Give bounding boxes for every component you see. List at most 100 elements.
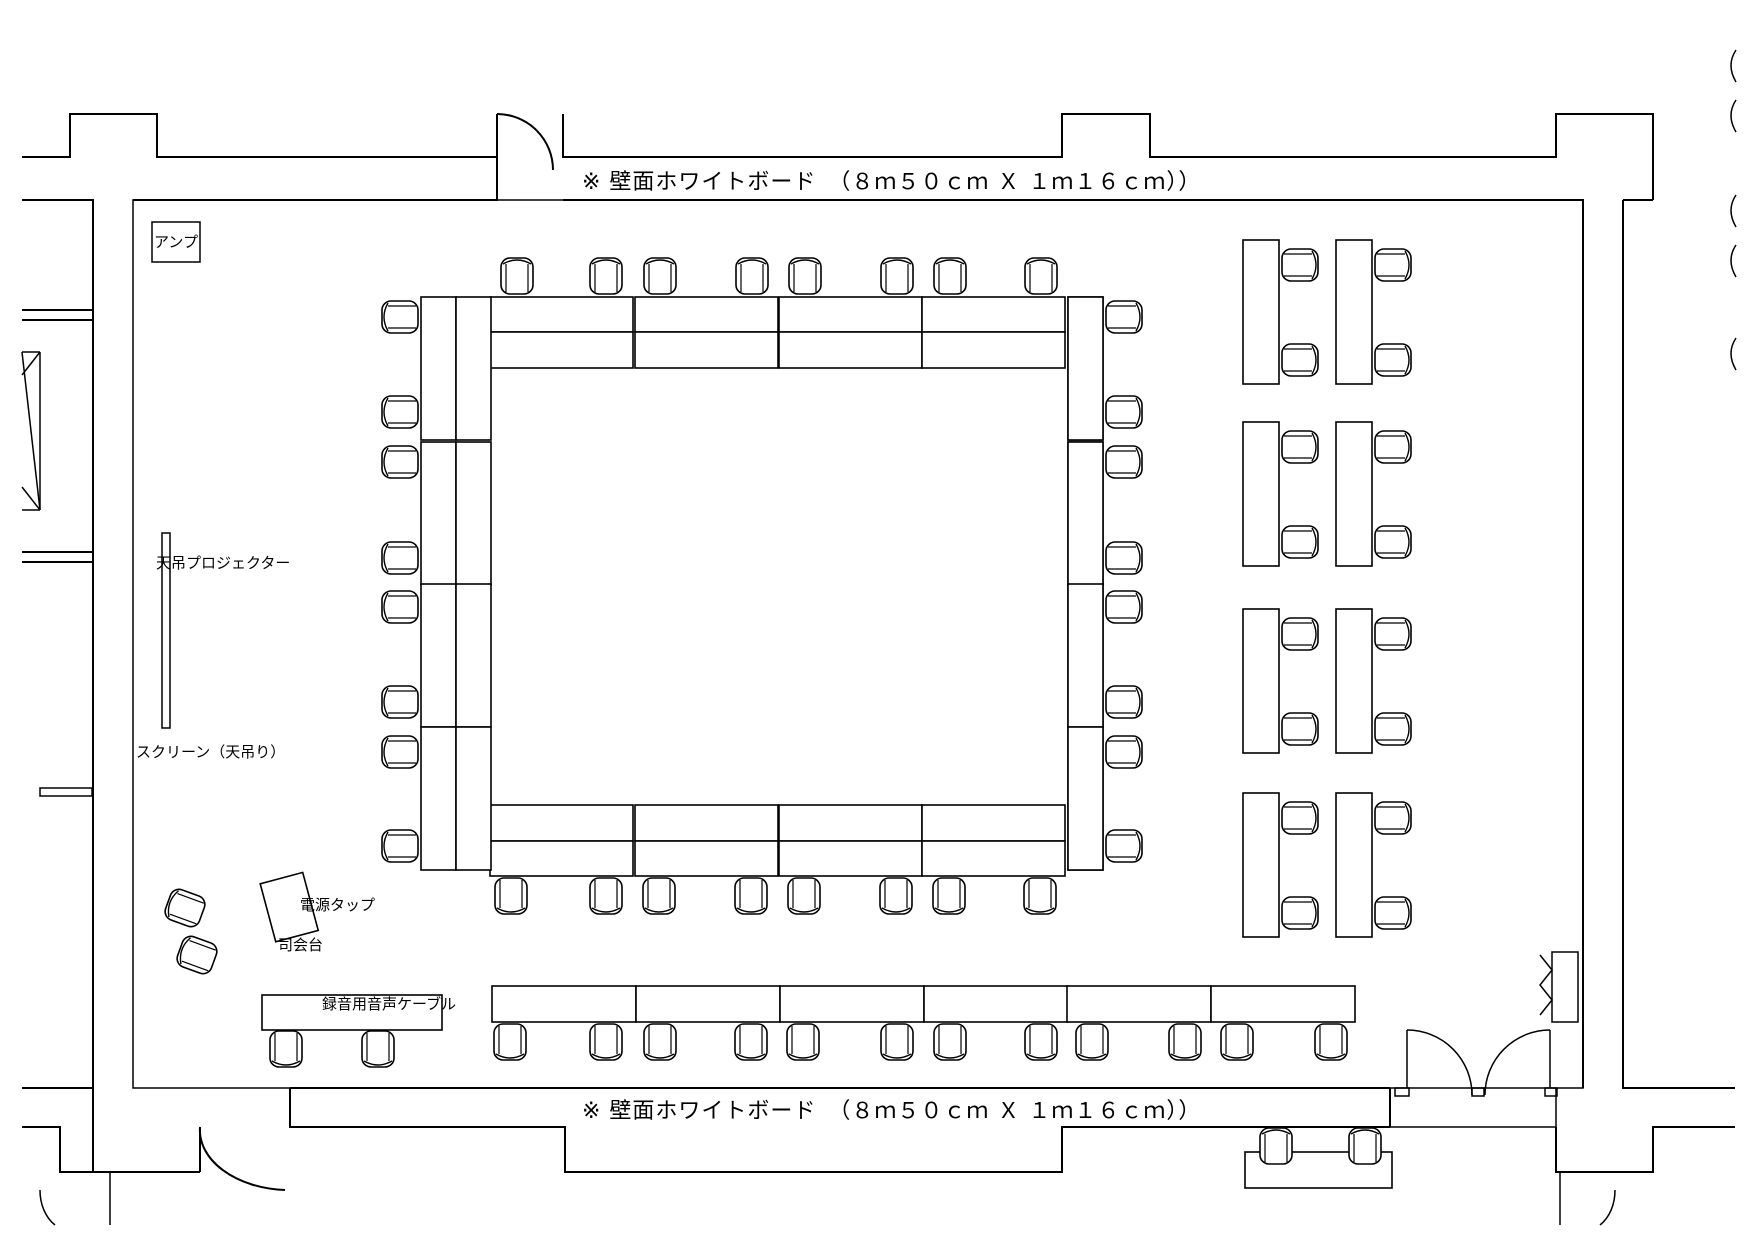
chair <box>643 1023 677 1061</box>
podium-label: 司会台 <box>278 936 323 954</box>
table-right-outer <box>1067 583 1104 728</box>
chair <box>1105 395 1143 429</box>
table-bottom-row <box>923 985 1069 1023</box>
power-strip-label: 電源タップ <box>300 896 375 914</box>
table-right-group <box>1335 608 1373 754</box>
table-bottom-row <box>1066 985 1212 1023</box>
table-bottom-row <box>491 985 637 1023</box>
table-left-inner <box>455 726 492 871</box>
chair <box>381 735 419 769</box>
chair <box>493 1023 527 1061</box>
chair <box>734 1023 768 1061</box>
chair <box>1374 896 1412 930</box>
chair <box>1168 1023 1202 1061</box>
table-bottom-row <box>1210 985 1356 1023</box>
chair <box>1105 685 1143 719</box>
table-left-inner <box>455 583 492 728</box>
chair <box>786 1023 820 1061</box>
chair <box>589 257 623 295</box>
chair <box>1281 617 1319 651</box>
table-right-group <box>1335 239 1373 385</box>
chair <box>1281 712 1319 746</box>
chair <box>735 257 769 295</box>
chair <box>1220 1023 1254 1061</box>
chair <box>381 541 419 575</box>
table-bottom-inner <box>778 804 923 842</box>
table-left-inner <box>455 296 492 441</box>
table-right-group <box>1242 792 1280 938</box>
chair <box>879 877 913 915</box>
chair <box>1374 525 1412 559</box>
table-bottom-outer <box>489 840 634 877</box>
recording-table <box>261 994 443 1031</box>
room-walls <box>21 49 1737 1226</box>
table-right-group <box>1335 792 1373 938</box>
chair <box>1281 248 1319 282</box>
chair <box>1024 1023 1058 1061</box>
chair <box>1314 1023 1348 1061</box>
whiteboard-bottom-label: ※ 壁面ホワイトボード （８ｍ５０ｃｍ Ｘ １ｍ１６ｃｍ）） <box>582 1099 1201 1124</box>
chair <box>1281 525 1319 559</box>
table-bottom-outer <box>921 840 1066 877</box>
chair <box>1374 617 1412 651</box>
chair <box>1374 712 1412 746</box>
tables-layer <box>420 239 1393 1189</box>
table-bottom-outer <box>634 840 779 877</box>
chair <box>1374 801 1412 835</box>
chair <box>1105 829 1143 863</box>
chair <box>1374 430 1412 464</box>
table-top-outer <box>778 296 923 333</box>
screen-label: スクリーン（天吊り） <box>136 743 285 761</box>
table-right-group <box>1242 421 1280 567</box>
table-bottom-row <box>779 985 925 1023</box>
table-left-outer <box>420 583 457 728</box>
chair <box>1281 801 1319 835</box>
chair <box>1023 877 1057 915</box>
table-right-group <box>1242 608 1280 754</box>
table-left-outer <box>420 726 457 871</box>
chair <box>1105 445 1143 479</box>
chair <box>1105 300 1143 334</box>
chair <box>1105 735 1143 769</box>
chair <box>1259 1127 1293 1165</box>
table-right-outer <box>1067 296 1104 441</box>
chair <box>932 877 966 915</box>
table-right-outer <box>1067 441 1104 586</box>
chair <box>1281 896 1319 930</box>
chair <box>734 877 768 915</box>
chair <box>933 257 967 295</box>
table-right-outer <box>1067 726 1104 871</box>
chair <box>381 445 419 479</box>
chair <box>1075 1023 1109 1061</box>
table-bottom-row <box>635 985 781 1023</box>
podium <box>259 871 320 943</box>
chair <box>381 829 419 863</box>
table-top-inner <box>778 331 923 369</box>
chair <box>1374 343 1412 377</box>
chair <box>880 257 914 295</box>
chair <box>589 877 623 915</box>
table-bottom-inner <box>489 804 634 842</box>
table-top-inner <box>634 331 779 369</box>
chair <box>164 888 206 928</box>
recording-table-label: 録音用音声ケーブル <box>322 995 456 1013</box>
table-top-inner <box>489 331 634 369</box>
whiteboard-top-label: ※ 壁面ホワイトボード （８ｍ５０ｃｍ Ｘ １ｍ１６ｃｍ）） <box>582 170 1201 195</box>
screen <box>161 532 171 729</box>
projector-label: 天吊プロジェクター <box>156 554 290 572</box>
chair <box>1374 248 1412 282</box>
chair <box>1281 343 1319 377</box>
amp-label: アンプ <box>154 233 198 251</box>
chair <box>269 1030 303 1068</box>
chair <box>176 935 218 975</box>
amp-box <box>151 221 201 263</box>
chair <box>1348 1127 1382 1165</box>
chair <box>500 257 534 295</box>
chair <box>1281 430 1319 464</box>
chair <box>1024 257 1058 295</box>
table-top-inner <box>921 331 1066 369</box>
table-left-inner <box>455 441 492 586</box>
table-bottom-inner <box>921 804 1066 842</box>
table-bottom-inner <box>634 804 779 842</box>
